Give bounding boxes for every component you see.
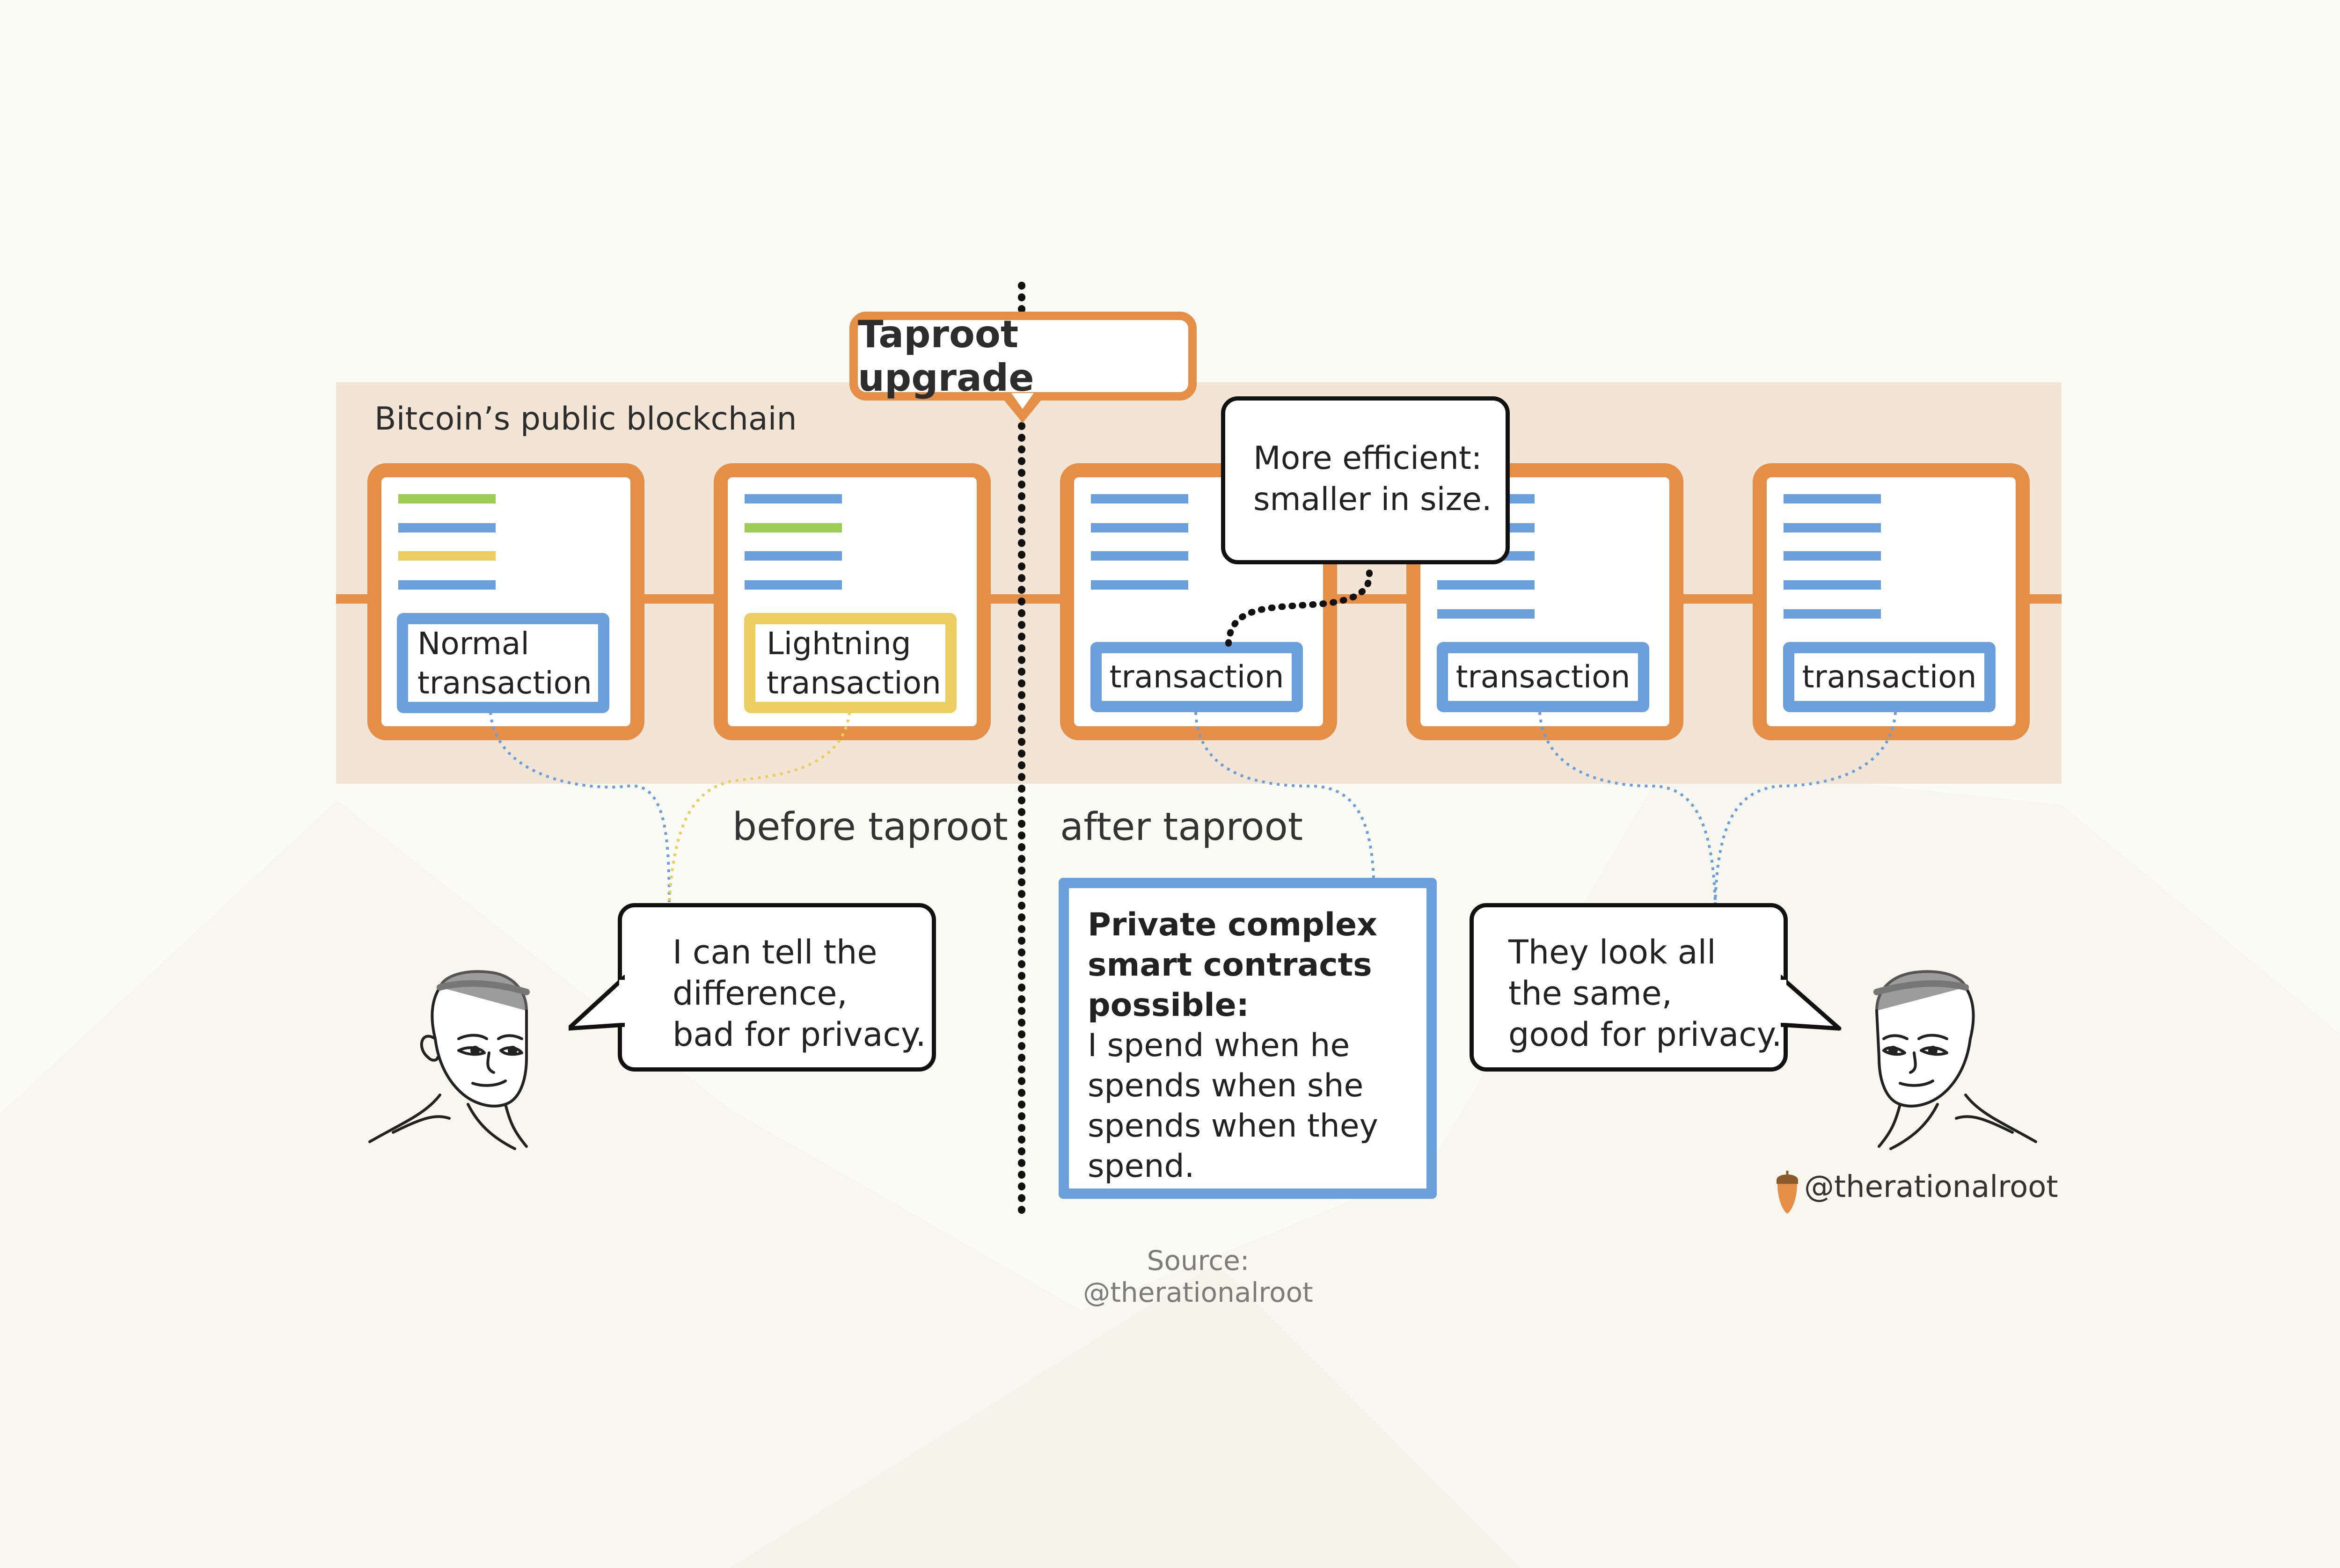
data-line bbox=[1091, 551, 1188, 561]
data-line bbox=[745, 551, 842, 561]
data-line bbox=[745, 494, 842, 503]
wojak-face-icon bbox=[1873, 970, 2037, 1150]
acorn-icon bbox=[1777, 1171, 1798, 1214]
data-line bbox=[1437, 580, 1535, 590]
right-bubble-tail bbox=[1781, 975, 1842, 1031]
transaction-label: transaction bbox=[1783, 642, 1996, 712]
wojak-face-icon bbox=[368, 970, 530, 1150]
private-heading: Private complex bbox=[1088, 906, 1378, 943]
taproot-box-pointer bbox=[998, 393, 1047, 423]
data-line bbox=[398, 551, 496, 561]
data-line bbox=[1784, 580, 1881, 590]
left-speech-bubble: I can tell the difference, bad for priva… bbox=[618, 903, 936, 1072]
speech-line: I can tell the bbox=[673, 933, 878, 971]
speech-line: bad for privacy. bbox=[673, 1015, 926, 1054]
private-line: spends when she bbox=[1088, 1067, 1364, 1104]
author-handle: @therationalroot bbox=[1804, 1170, 2058, 1204]
private-line: spend. bbox=[1088, 1148, 1195, 1185]
private-line: I spend when he bbox=[1088, 1027, 1350, 1064]
right-speech-bubble: They look all the same, good for privacy… bbox=[1470, 903, 1788, 1072]
private-line: spends when they bbox=[1088, 1108, 1378, 1145]
private-contracts-box: Private complex smart contracts possible… bbox=[1059, 878, 1437, 1199]
transaction-label: transaction bbox=[1090, 642, 1303, 712]
blockchain-label: Bitcoin’s public blockchain bbox=[374, 401, 797, 438]
data-line bbox=[398, 580, 496, 590]
label-line: Normal bbox=[417, 626, 529, 662]
after-taproot-label: after taproot bbox=[1060, 805, 1303, 849]
data-line bbox=[1091, 494, 1188, 503]
private-heading: possible: bbox=[1088, 987, 1249, 1024]
data-line bbox=[745, 580, 842, 590]
private-heading: smart contracts bbox=[1088, 947, 1372, 984]
data-line bbox=[1437, 609, 1535, 619]
callout-line: More efficient: bbox=[1253, 440, 1482, 477]
data-line bbox=[1784, 494, 1881, 503]
taproot-upgrade-box: Taproot upgrade bbox=[849, 312, 1197, 401]
data-line bbox=[1091, 580, 1188, 590]
label-line: transaction bbox=[767, 665, 941, 701]
data-line bbox=[1784, 523, 1881, 532]
data-line bbox=[745, 523, 842, 532]
data-line bbox=[1784, 551, 1881, 561]
label-line: transaction bbox=[417, 665, 592, 701]
speech-line: the same, bbox=[1508, 974, 1672, 1013]
data-line bbox=[1784, 609, 1881, 619]
data-line bbox=[1091, 523, 1188, 532]
data-line bbox=[398, 494, 496, 503]
speech-line: good for privacy. bbox=[1508, 1015, 1782, 1054]
callout-line: smaller in size. bbox=[1253, 481, 1492, 518]
speech-line: difference, bbox=[673, 974, 848, 1013]
source-caption: Source: @therationalroot bbox=[1083, 1245, 1313, 1308]
before-taproot-label: before taproot bbox=[732, 805, 1008, 849]
label-line: Lightning bbox=[767, 626, 911, 662]
left-bubble-tail bbox=[569, 975, 625, 1031]
data-line bbox=[398, 523, 496, 532]
transaction-label: transaction bbox=[1437, 642, 1649, 712]
efficiency-callout: More efficient: smaller in size. bbox=[1221, 396, 1510, 564]
speech-line: They look all bbox=[1508, 933, 1716, 971]
